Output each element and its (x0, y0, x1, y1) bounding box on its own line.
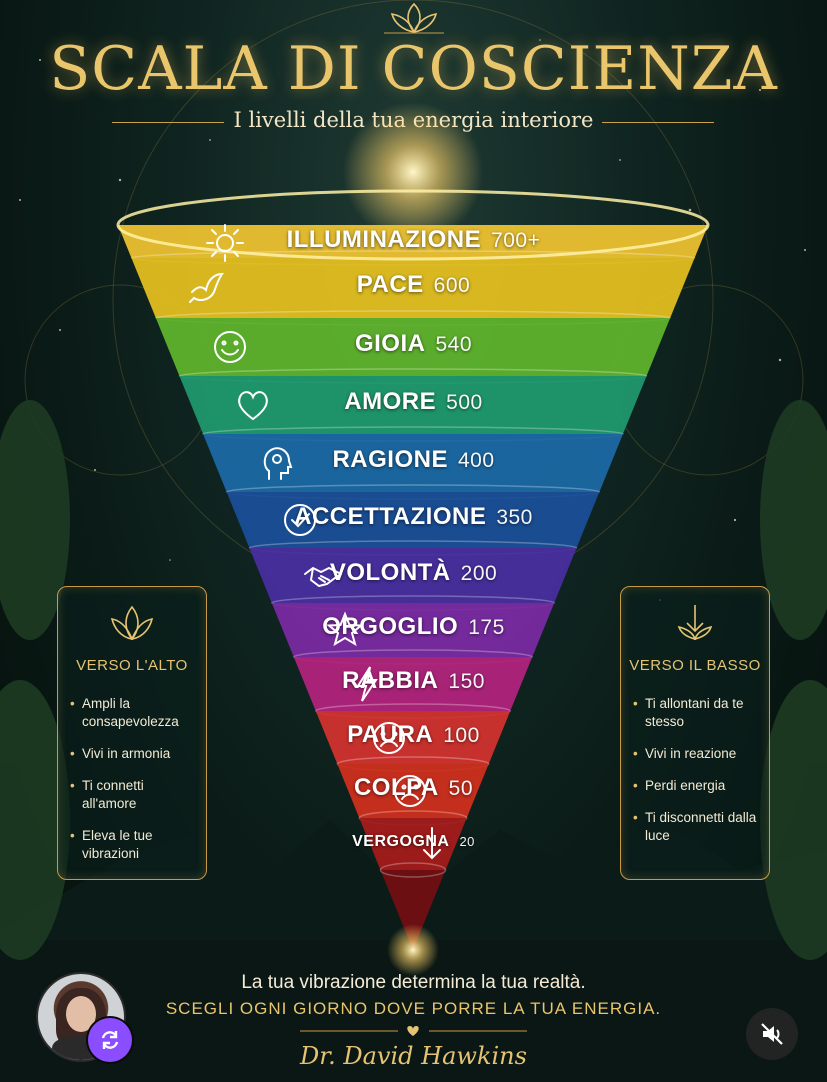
heart-icon (238, 391, 269, 421)
level-value: 175 (468, 616, 505, 640)
funnel-band (293, 657, 533, 711)
funnel-band (337, 764, 489, 818)
level-value: 100 (443, 723, 480, 747)
level-name: ORGOGLIO (322, 613, 459, 641)
funnel-rim (116, 189, 710, 261)
left-panel-verso-alto: VERSO L'ALTO Ampli la consapevolezza Viv… (57, 586, 207, 880)
avatar-face (66, 996, 96, 1032)
right-panel-item: Perdi energia (633, 777, 763, 795)
level-label: GIOIA 540 (0, 330, 827, 358)
level-name: ILLUMINAZIONE (286, 225, 482, 253)
level-value: 150 (448, 670, 485, 694)
level-label: VERGOGNA 20 (0, 833, 827, 851)
level-label: RABBIA 150 (0, 667, 827, 695)
funnel-band (118, 225, 708, 258)
swap-icon (101, 1031, 119, 1049)
author-signature: Dr. David Hawkins (300, 1042, 527, 1070)
level-label: AMORE 500 (0, 388, 827, 416)
arrow-down-icon (422, 827, 441, 860)
heart-icon (407, 1026, 419, 1036)
sun-icon (206, 223, 245, 262)
right-panel-item: Ti disconnetti dalla luce (633, 809, 763, 845)
dove-icon (188, 272, 224, 303)
lightning-icon (355, 666, 378, 702)
funnel-band (179, 376, 647, 434)
mute-button[interactable] (746, 1008, 798, 1060)
level-name: VERGOGNA (352, 832, 450, 850)
subtitle-divider-left (112, 122, 224, 123)
footer-divider-heart (300, 1026, 527, 1036)
right-panel-item: Vivi in reazione (633, 745, 763, 763)
lotus-ornament-icon (384, 2, 444, 34)
level-label: ILLUMINAZIONE 700+ (0, 226, 827, 254)
level-value: 700+ (491, 228, 541, 252)
level-name: ACCETTAZIONE (294, 503, 487, 531)
left-panel-item: Ti connetti all'amore (70, 777, 200, 813)
left-panel-item: Ampli la consapevolezza (70, 695, 200, 731)
level-name: RABBIA (342, 667, 439, 695)
speaker-muted-icon (761, 1023, 783, 1045)
footer-call-to-action: SCEGLI OGNI GIORNO DOVE PORRE LA TUA ENE… (165, 999, 662, 1018)
right-panel-verso-basso: VERSO IL BASSO Ti allontani da te stesso… (620, 586, 770, 880)
level-label: PAURA 100 (0, 721, 827, 749)
funnel-band (226, 492, 600, 548)
sad-face-icon (372, 721, 405, 754)
funnel-band (249, 548, 577, 603)
funnel-band (131, 258, 695, 318)
switch-camera-button[interactable] (88, 1018, 132, 1062)
level-value: 350 (496, 506, 533, 530)
arrow-down-plant-icon (677, 605, 713, 641)
level-name: PACE (356, 271, 424, 299)
level-name: RAGIONE (332, 446, 448, 474)
level-name: VOLONTÀ (329, 558, 451, 586)
level-value: 50 (448, 777, 474, 801)
level-value: 540 (435, 333, 473, 357)
band-separator (379, 862, 447, 878)
left-panel-item: Eleva le tue vibrazioni (70, 827, 200, 863)
level-label: RAGIONE 400 (0, 446, 827, 474)
level-label: ORGOGLIO 175 (0, 613, 827, 641)
right-panel-title: VERSO IL BASSO (629, 657, 761, 674)
level-name: GIOIA (354, 330, 426, 358)
sad-face-icon (394, 775, 427, 807)
star-icon (326, 611, 364, 647)
check-circle-icon (284, 504, 317, 536)
funnel-band (359, 818, 467, 870)
level-value: 500 (446, 391, 483, 415)
smile-icon (213, 331, 246, 363)
level-name: PAURA (347, 720, 434, 748)
level-name: AMORE (344, 388, 437, 416)
funnel-tip (380, 870, 446, 950)
level-label: ACCETTAZIONE 350 (0, 503, 827, 531)
funnel-band (155, 318, 671, 376)
funnel-band (271, 603, 555, 657)
left-panel-item: Vivi in armonia (70, 745, 200, 763)
funnel-band (315, 711, 511, 764)
lotus-icon (110, 605, 154, 641)
bottom-glow (387, 924, 439, 976)
footer-quote: La tua vibrazione determina la tua realt… (241, 972, 586, 993)
level-label: VOLONTÀ 200 (0, 559, 827, 587)
level-value: 20 (459, 833, 475, 849)
head-icon (263, 447, 293, 480)
subtitle-divider-right (602, 122, 714, 123)
right-panel-item: Ti allontani da te stesso (633, 695, 763, 731)
level-value: 400 (457, 449, 495, 473)
funnel-band (203, 434, 623, 492)
handshake-icon (303, 566, 342, 587)
left-panel-title: VERSO L'ALTO (76, 657, 188, 674)
page-title: SCALA DI COSCIENZA (49, 34, 778, 104)
level-value: 200 (460, 561, 498, 585)
top-glow (343, 102, 483, 242)
level-label: PACE 600 (0, 271, 827, 299)
level-value: 600 (433, 274, 471, 298)
